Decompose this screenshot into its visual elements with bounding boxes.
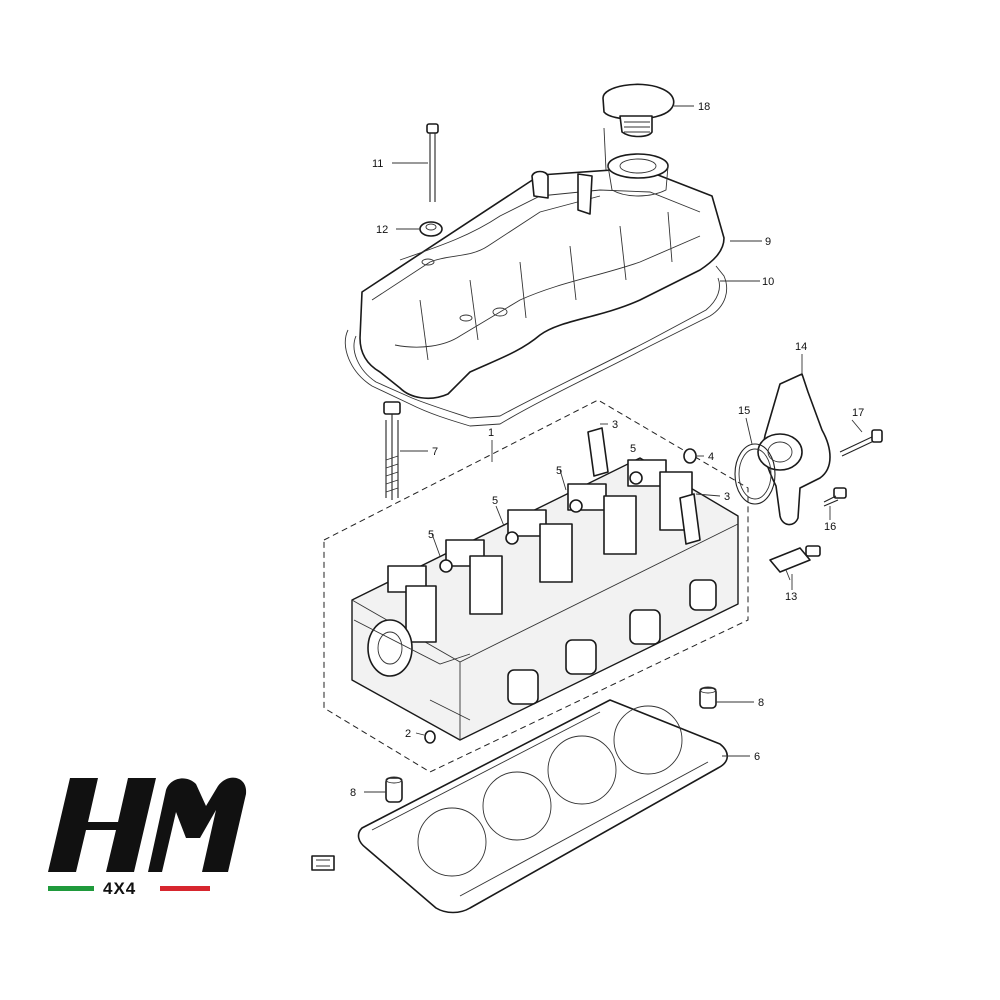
callout-15: 15: [738, 405, 750, 417]
callout-5-c: 5: [492, 495, 498, 507]
logo-red-stripe: [160, 886, 210, 891]
callout-5-d: 5: [428, 529, 434, 541]
cylinder-head[interactable]: [323, 399, 749, 773]
front-arrow-icon: [311, 855, 335, 871]
head-gasket[interactable]: [357, 699, 729, 914]
housing-bolt[interactable]: [839, 429, 883, 457]
callout-18: 18: [698, 101, 710, 113]
plug[interactable]: [424, 730, 436, 744]
distributor-housing[interactable]: [757, 373, 831, 526]
callout-5-b: 5: [556, 465, 562, 477]
callout-4: 4: [708, 451, 714, 463]
callout-8-lower: 8: [350, 787, 356, 799]
dowel-pin-lower[interactable]: [385, 776, 403, 803]
callout-3-upper: 3: [612, 419, 618, 431]
oil-cap-neck: [619, 115, 653, 138]
callout-labels: 18 11 9 12 10 14 15 17 3 1 7 4 5 5 3 16 …: [350, 101, 864, 799]
callout-2: 2: [405, 728, 411, 740]
logo-green-stripe: [48, 886, 94, 891]
o-ring[interactable]: [734, 443, 776, 505]
valve-cover-bolt[interactable]: [426, 123, 439, 202]
callout-7: 7: [432, 446, 438, 458]
temperature-sensor[interactable]: [769, 545, 821, 581]
callout-9: 9: [765, 236, 771, 248]
small-bolt[interactable]: [823, 487, 847, 507]
pipe-upper[interactable]: [587, 427, 609, 477]
callout-10: 10: [762, 276, 774, 288]
pipe-lower[interactable]: [679, 493, 701, 545]
callout-5-a: 5: [630, 443, 636, 455]
logo-letter-h: [48, 778, 156, 872]
callout-13: 13: [785, 591, 797, 603]
callout-12: 12: [376, 224, 388, 236]
valve-cover-gasket[interactable]: [344, 265, 728, 427]
callout-6: 6: [754, 751, 760, 763]
callout-1: 1: [488, 427, 494, 439]
callout-16: 16: [824, 521, 836, 533]
logo-subtitle: 4X4: [103, 879, 136, 898]
callout-8-upper: 8: [758, 697, 764, 709]
callout-17: 17: [852, 407, 864, 419]
logo-letter-m: [148, 777, 247, 872]
leader-lines: [364, 105, 863, 793]
dowel-pin-upper[interactable]: [699, 686, 717, 709]
oil-cap-top: [602, 83, 675, 121]
seal-washer[interactable]: [419, 221, 443, 237]
callout-14: 14: [795, 341, 807, 353]
callout-11: 11: [372, 158, 383, 170]
oil-filler-cap[interactable]: [602, 83, 675, 138]
head-bolt[interactable]: [383, 401, 401, 500]
cam-journals: [387, 459, 693, 643]
callout-3-lower: 3: [724, 491, 730, 503]
hm-4x4-logo: 4X4: [48, 777, 247, 898]
valve-cover[interactable]: [359, 127, 725, 400]
seal-small[interactable]: [683, 448, 697, 464]
